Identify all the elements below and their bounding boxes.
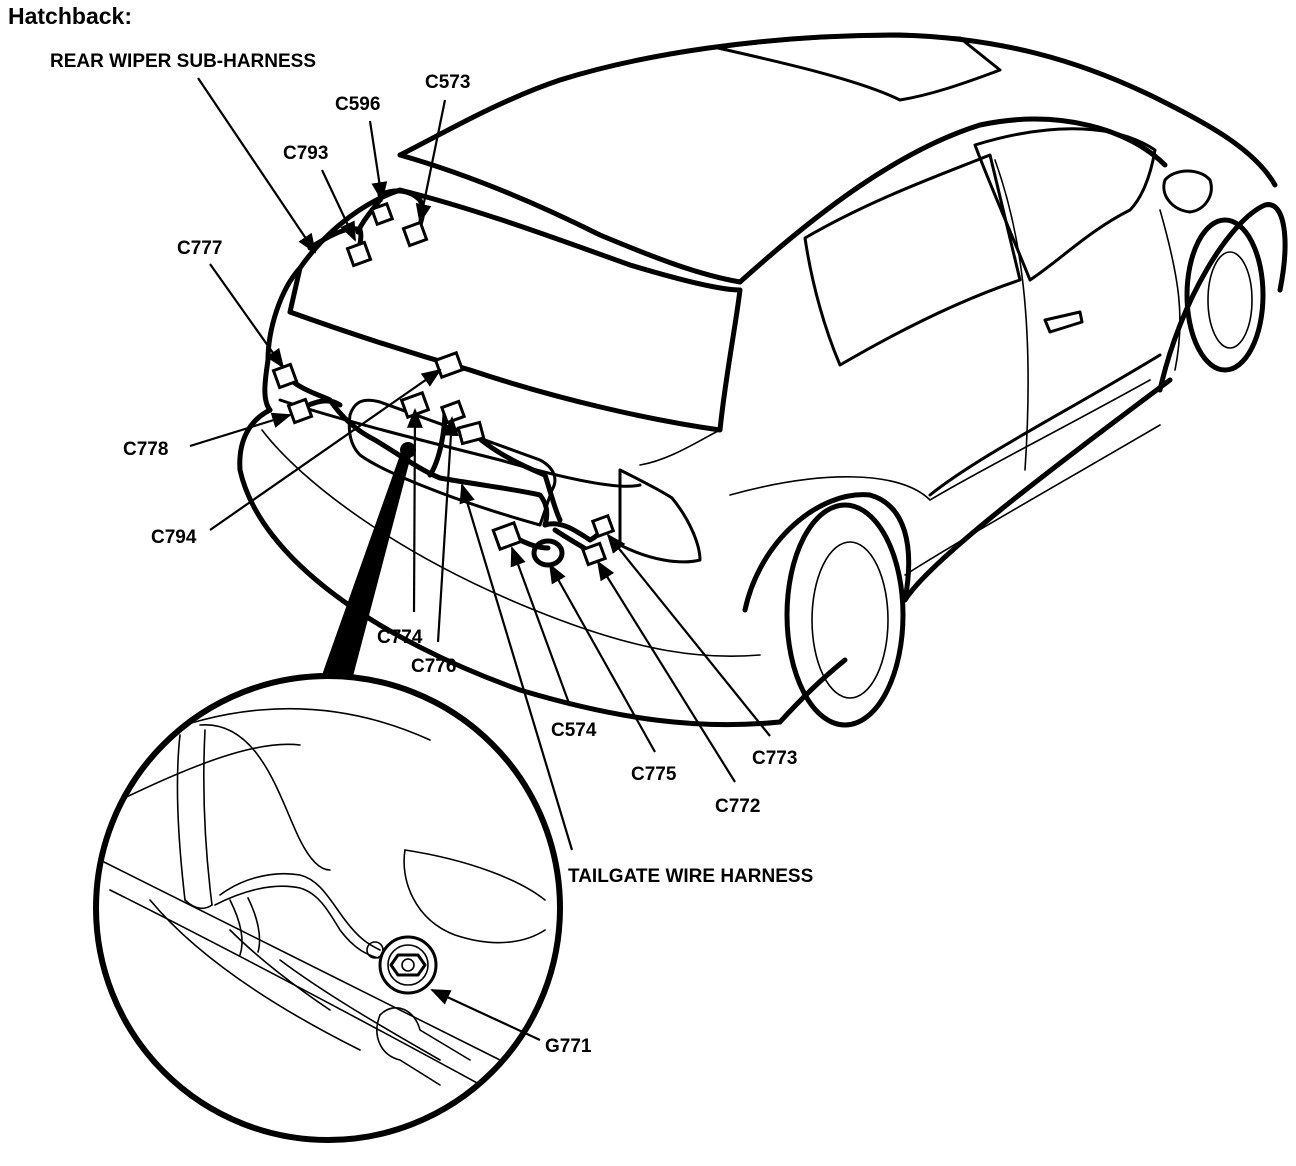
connector-c777: [271, 362, 299, 390]
leader-lines: [189, 77, 771, 1041]
diagram-title: Hatchback:: [8, 3, 132, 29]
label-c777: C777: [177, 238, 222, 259]
label-c794: C794: [151, 527, 197, 548]
connector-c574: [491, 520, 523, 552]
label-c773: C773: [752, 748, 797, 769]
label-tailgate-wire-harness: TAILGATE WIRE HARNESS: [568, 866, 813, 887]
connector-c772: [580, 541, 608, 567]
label-c774: C774: [377, 627, 423, 648]
label-rear-wiper-sub-harness: REAR WIPER SUB-HARNESS: [50, 51, 316, 72]
connector-c794: [433, 350, 465, 380]
connector-c793: [345, 240, 373, 268]
connector-c778: [286, 397, 314, 425]
rear-wiper-sub-harness-drawing: [307, 188, 426, 255]
connector-c773: [590, 513, 616, 539]
label-c776: C776: [411, 656, 456, 677]
label-c573: C573: [425, 72, 470, 93]
label-c778: C778: [123, 439, 168, 460]
label-c775: C775: [631, 764, 677, 785]
label-c574: C574: [551, 720, 597, 741]
connector-grommet: [456, 420, 486, 446]
connector-c573: [401, 220, 429, 248]
label-c793: C793: [283, 143, 328, 164]
detail-inset: [93, 673, 563, 1143]
car-body-drawing: [237, 32, 1288, 728]
label-c596: C596: [335, 94, 380, 115]
detail-zoom-pointer: [322, 452, 412, 680]
connector-c596: [369, 201, 395, 227]
label-g771: G771: [545, 1036, 592, 1057]
label-c772: C772: [715, 796, 760, 817]
